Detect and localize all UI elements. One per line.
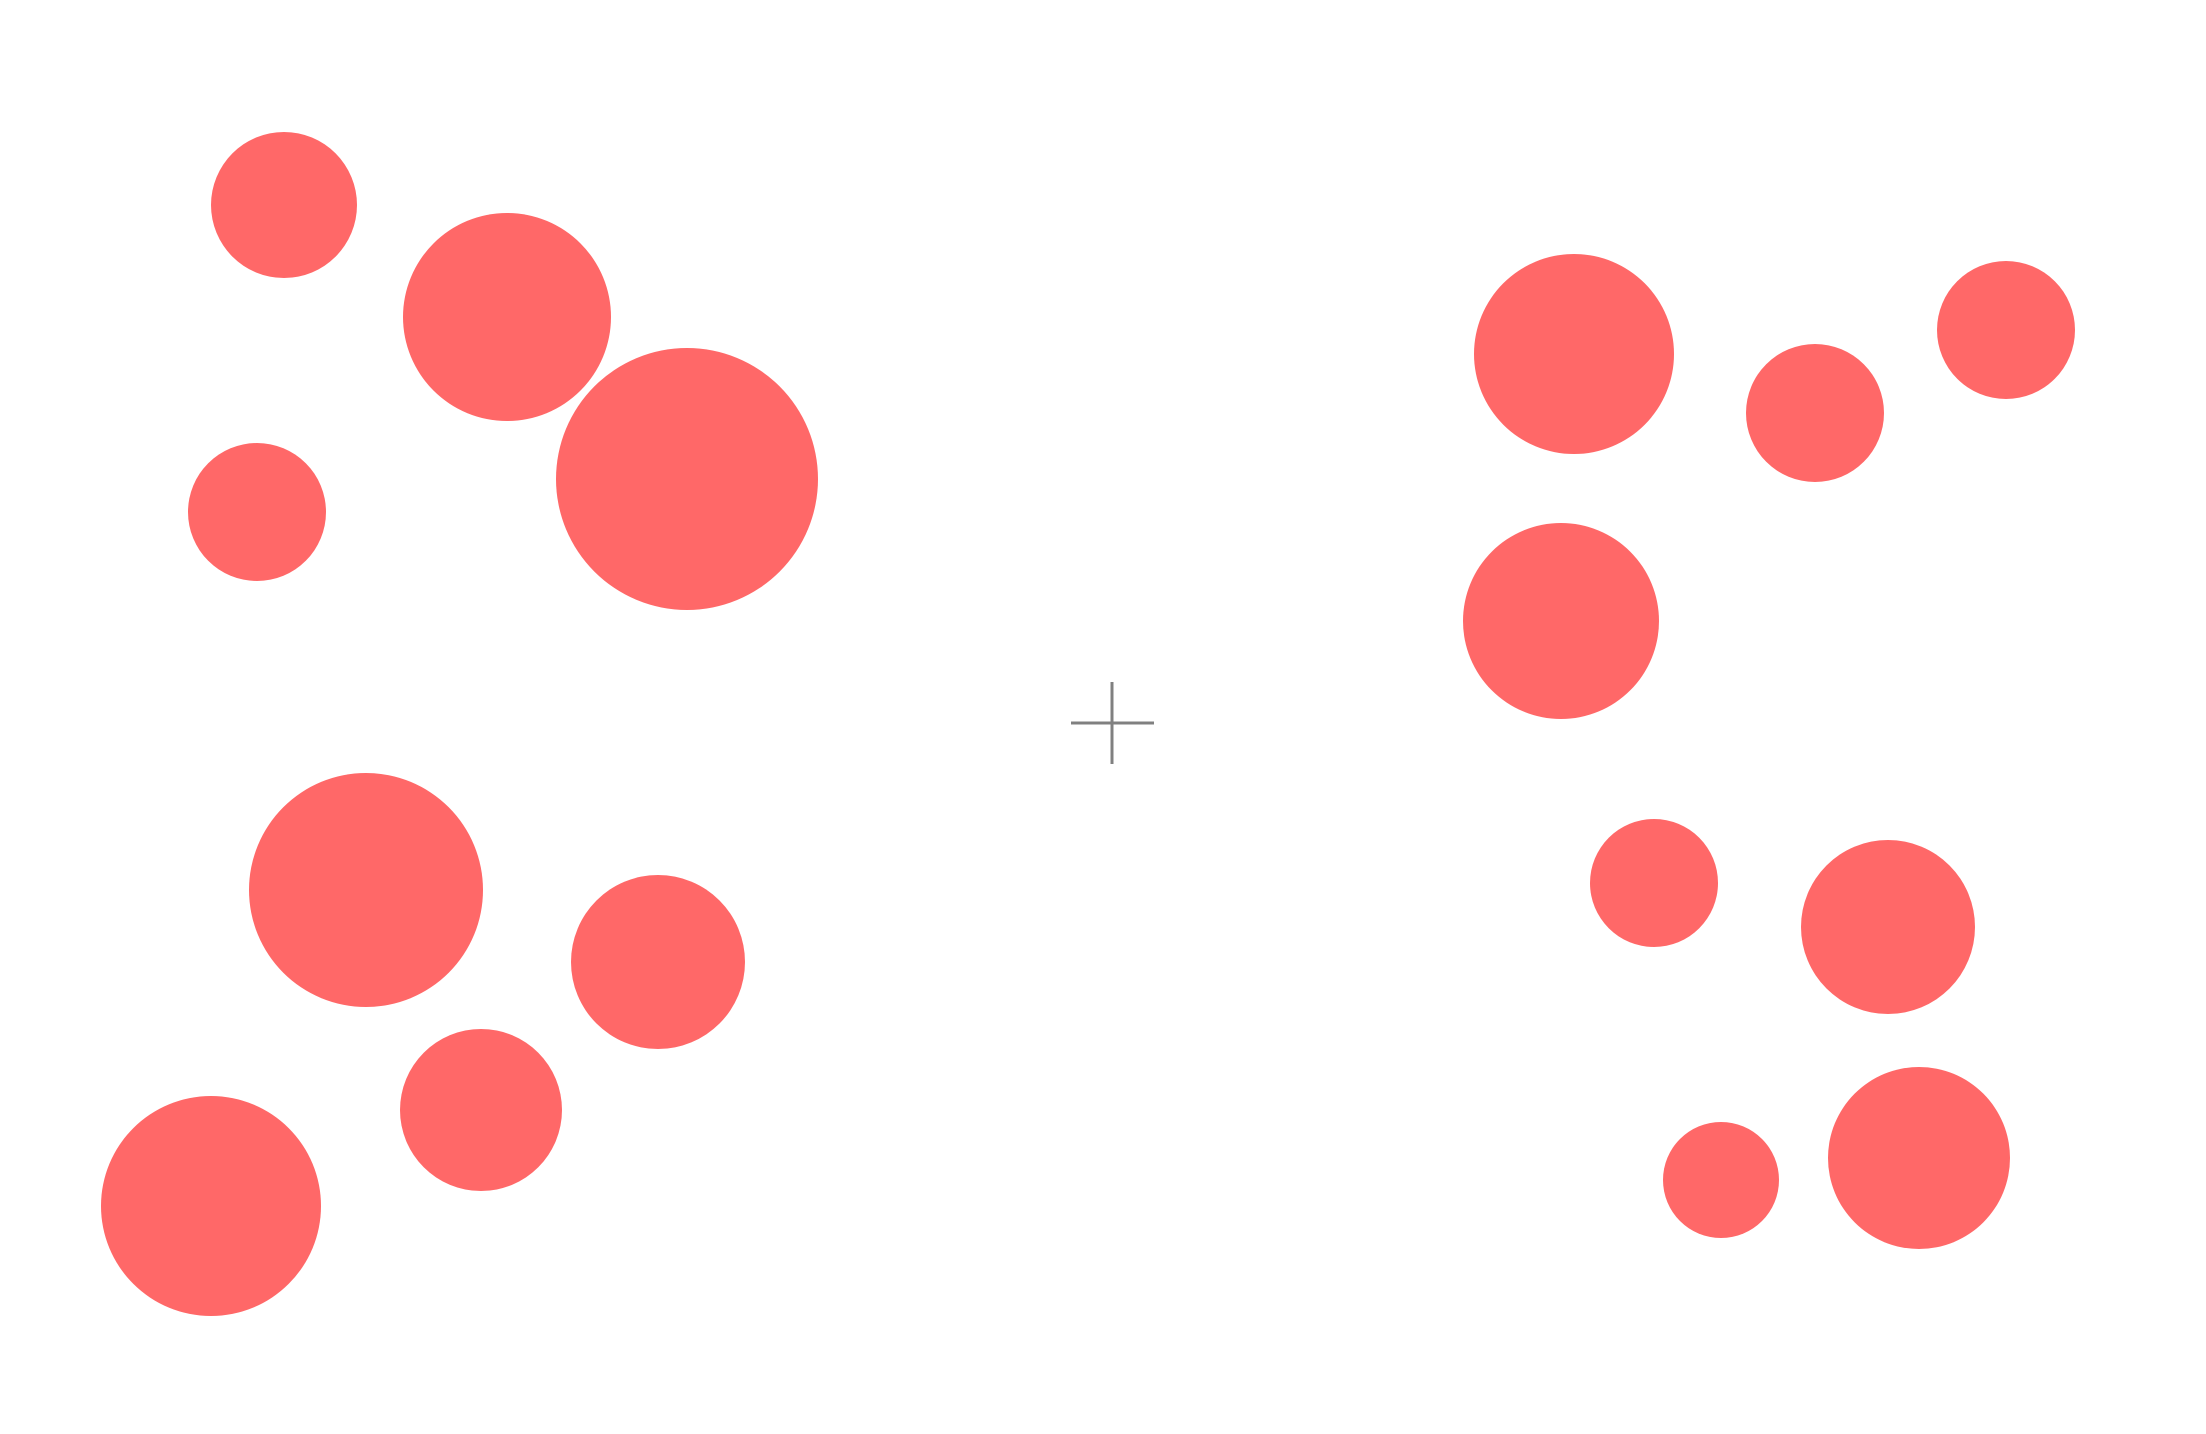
dot bbox=[1801, 840, 1975, 1014]
dot bbox=[556, 348, 818, 610]
dot bbox=[403, 213, 611, 421]
dot bbox=[188, 443, 326, 581]
dot bbox=[1590, 819, 1718, 947]
dot bbox=[1828, 1067, 2010, 1249]
dot bbox=[571, 875, 745, 1049]
dot bbox=[211, 132, 357, 278]
right-dot-group bbox=[1463, 254, 2075, 1249]
dot bbox=[1463, 523, 1659, 719]
dot bbox=[1474, 254, 1674, 454]
dot bbox=[101, 1096, 321, 1316]
left-dot-group bbox=[101, 132, 818, 1316]
dot bbox=[1937, 261, 2075, 399]
dot bbox=[400, 1029, 562, 1191]
fixation-cross-icon bbox=[1071, 682, 1154, 764]
dot bbox=[249, 773, 483, 1007]
dot bbox=[1746, 344, 1884, 482]
dot bbox=[1663, 1122, 1779, 1238]
